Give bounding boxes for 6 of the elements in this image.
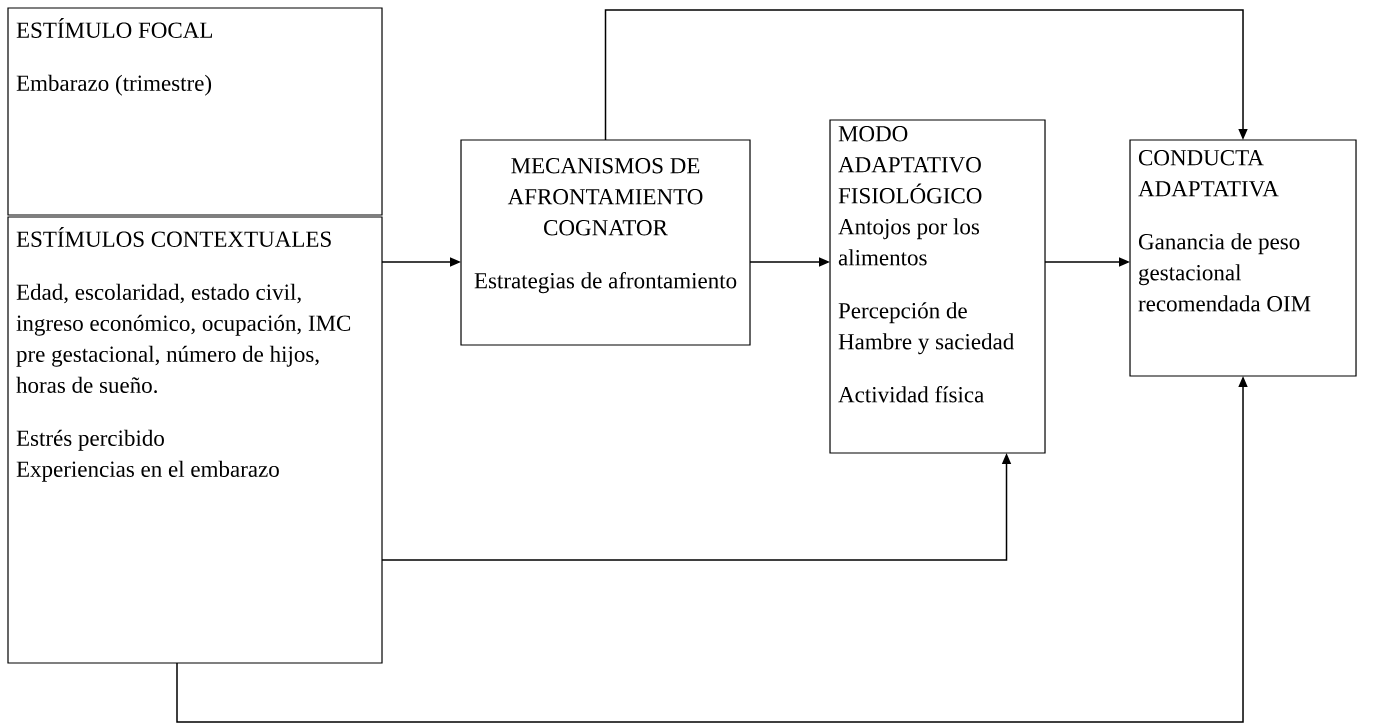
text-box: MECANISMOS DE AFRONTAMIENTO COGNATOR Estrategias de afrontamiento (460, 139, 751, 346)
text-box: CONDUCTA ADAPTATIVA Ganancia de peso gestacional recomendada OIM (1129, 139, 1357, 377)
text-box: ESTÍMULOS CONTEXTUALES Edad, escolaridad, estado civil, ingreso económico, ocupación, IMC pre gestacional, número de hijos, horas de sueño. Estrés percibido Experiencias en el embarazo (7, 216, 383, 664)
text-box: MODO ADAPTATIVO FISIOLÓGICO Antojos por los alimentos Percepción de Hambre y saciedad Actividad física (829, 119, 1046, 454)
arrow (604, 9, 1248, 141)
text-box: ESTÍMULO FOCAL Embarazo (trimestre) (7, 7, 383, 216)
